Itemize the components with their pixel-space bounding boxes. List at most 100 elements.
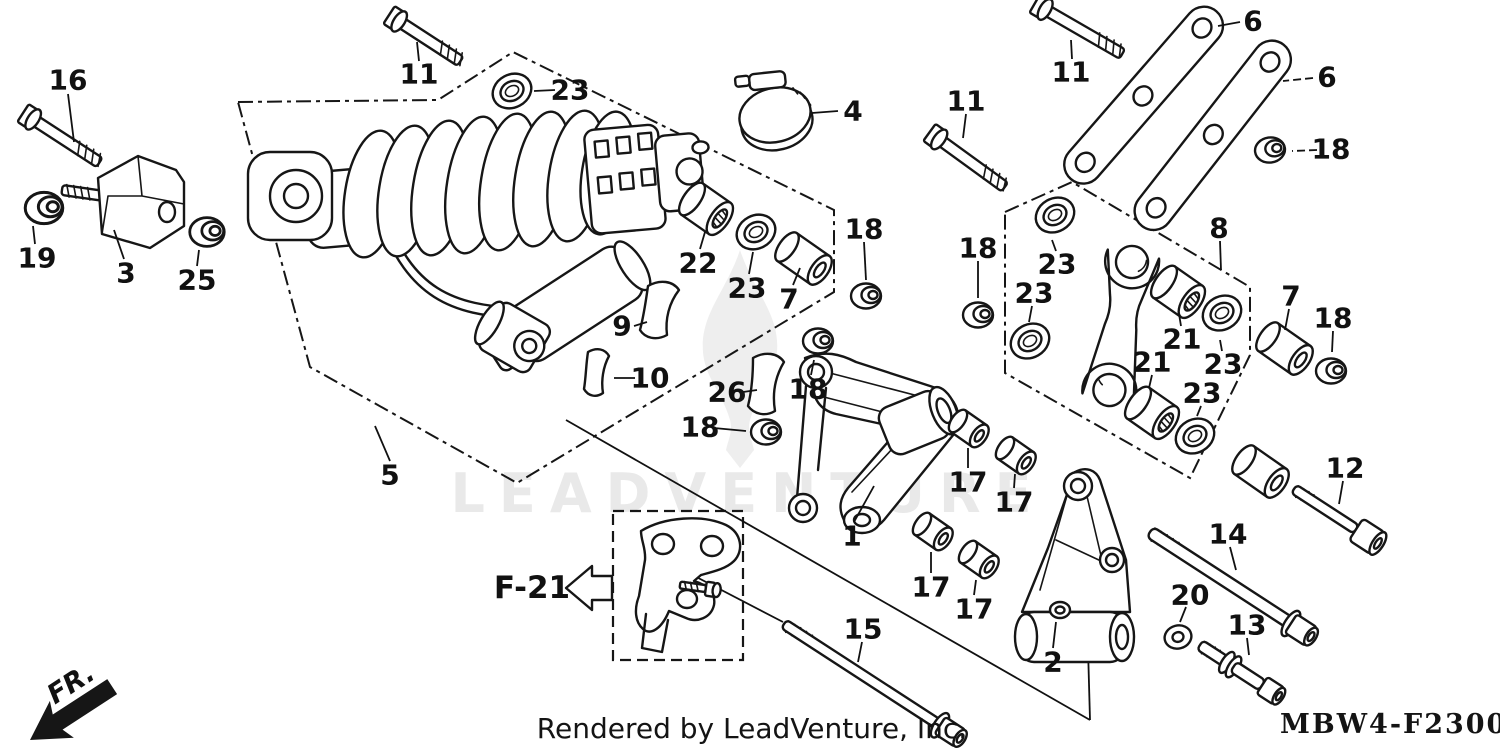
leader-line — [811, 110, 839, 114]
part-callout-23: 23 — [533, 74, 589, 107]
part-callout-15: 15 — [844, 613, 883, 663]
hose-clamp-4 — [733, 70, 814, 152]
leader-line — [962, 113, 967, 139]
leader-line — [1051, 239, 1057, 252]
leader-line — [1219, 339, 1223, 352]
needle-bearing-21 — [1118, 381, 1186, 445]
part-number-label: 18 — [1314, 302, 1353, 335]
part-number-label: 23 — [1038, 248, 1077, 281]
rubber-10 — [582, 348, 611, 397]
leader-line — [792, 267, 801, 286]
part-number-label: 23 — [728, 272, 767, 305]
part-number-label: 2 — [1043, 646, 1062, 679]
leader-line — [699, 231, 706, 250]
part-callout-26: 26 — [708, 376, 758, 409]
part-callout-18: 18 — [789, 359, 827, 406]
part-number-label: 11 — [1052, 56, 1091, 89]
dust-seal-23 — [1003, 315, 1057, 367]
part-callout-6: 6 — [1282, 61, 1337, 94]
part-number-label: 21 — [1133, 346, 1172, 379]
collar-7 — [769, 227, 838, 290]
part-number-label: 16 — [49, 64, 88, 97]
part-callout-18: 18 — [845, 213, 884, 281]
rubber-9 — [638, 280, 681, 340]
leader-line — [1282, 77, 1314, 82]
leader-line — [113, 229, 125, 260]
leader-line — [853, 485, 875, 523]
leader-line — [1284, 308, 1290, 331]
part-number-label: 21 — [1163, 323, 1202, 356]
nut-19 — [23, 190, 65, 226]
part-number-label: 20 — [1171, 579, 1210, 612]
bolt-11-mid — [921, 121, 1008, 192]
leader-line — [1246, 637, 1250, 656]
nut-18 — [749, 418, 783, 446]
part-callout-20: 20 — [1171, 579, 1210, 623]
part-number-label: 26 — [708, 376, 747, 409]
cushion-bracket-2 — [1013, 468, 1136, 664]
part-callout-11: 11 — [947, 85, 986, 139]
part-number-label: 23 — [1183, 377, 1222, 410]
part-number-label: 15 — [844, 613, 883, 646]
leader-line — [67, 93, 75, 143]
part-number-label: 13 — [1228, 609, 1267, 642]
leader-line — [1028, 305, 1033, 323]
part-callout-17: 17 — [955, 579, 993, 626]
linkage-group-boundary — [1004, 180, 1251, 480]
part-number-label: 7 — [1281, 280, 1300, 313]
rubber-26 — [746, 352, 786, 416]
f21-arrow-icon — [564, 564, 614, 612]
part-number-label: 10 — [631, 362, 670, 395]
part-callout-23: 23 — [1204, 339, 1242, 381]
part-callout-6: 6 — [1217, 5, 1263, 38]
collar-7 — [1226, 440, 1295, 503]
footer-credit: Rendered by LeadVenture, Inc. — [537, 712, 967, 745]
part-callout-2: 2 — [1043, 621, 1063, 679]
collar-17 — [954, 536, 1004, 583]
nut-18 — [1252, 134, 1288, 166]
part-number-label: 18 — [1312, 133, 1351, 166]
leader-line — [1148, 374, 1153, 389]
leader-line — [1331, 330, 1334, 353]
part-number-label: 19 — [18, 242, 57, 275]
f21-reference-label: F-21 — [494, 570, 570, 606]
part-callout-23: 23 — [1038, 239, 1077, 281]
leader-line — [1052, 621, 1057, 649]
part-callout-10: 10 — [614, 362, 669, 395]
part-callout-21: 21 — [1163, 313, 1202, 356]
part-callout-12: 12 — [1326, 452, 1364, 505]
leader-line — [416, 41, 420, 62]
shock-group-boundary — [236, 50, 835, 485]
part-callout-22: 22 — [679, 231, 717, 280]
leader-line — [32, 225, 36, 245]
leader-line — [1013, 473, 1016, 489]
part-callout-11: 11 — [400, 41, 438, 91]
part-number-label: 18 — [845, 213, 884, 246]
leader-line — [713, 427, 747, 432]
leadventure-watermark: LEADVENTURE — [451, 250, 1031, 525]
shock-adjuster — [583, 123, 710, 235]
part-callout-17: 17 — [949, 448, 987, 499]
part-number-label: 11 — [947, 85, 986, 118]
part-callout-21: 21 — [1133, 346, 1172, 389]
leader-line — [1070, 39, 1073, 60]
part-callout-8: 8 — [1209, 212, 1229, 271]
leader-line — [533, 89, 556, 92]
leader-line — [748, 251, 754, 275]
washer-20 — [1160, 621, 1196, 653]
part-number-label: 25 — [178, 264, 217, 297]
part-callout-7: 7 — [1281, 280, 1301, 331]
part-number-label: 6 — [1317, 61, 1336, 94]
fr-direction-arrow: FR. — [30, 657, 118, 740]
part-number-label: 17 — [995, 486, 1034, 519]
nut-18 — [801, 327, 835, 355]
part-number-label: 17 — [912, 571, 951, 604]
part-callout-5: 5 — [374, 425, 400, 492]
part-callout-13: 13 — [1228, 609, 1267, 656]
f21-detail-bracket — [634, 517, 742, 654]
part-number-label: 3 — [116, 257, 135, 290]
leader-line — [1291, 149, 1318, 152]
